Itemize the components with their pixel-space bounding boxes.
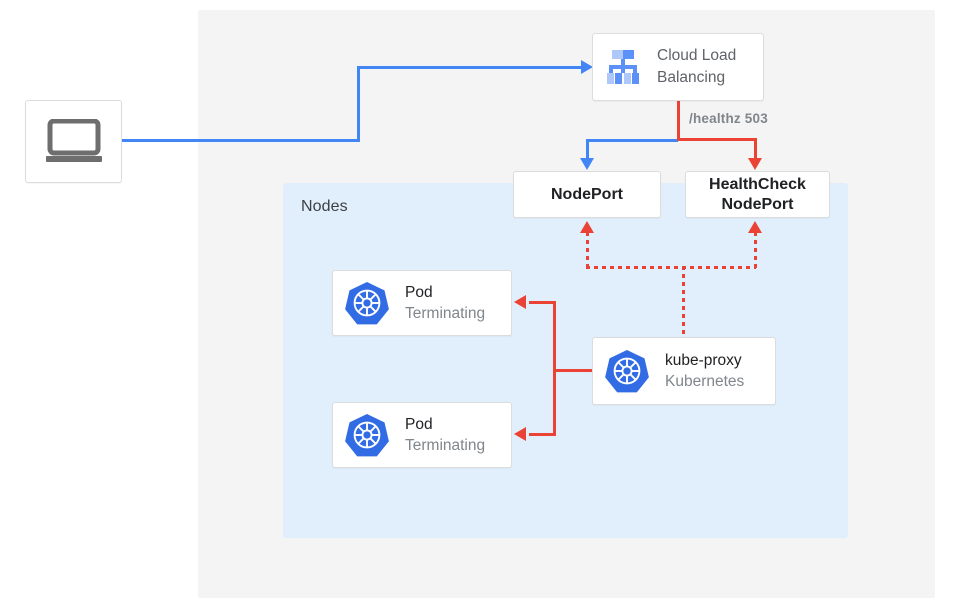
kubeproxy-to-pod2-horizontal	[529, 433, 555, 436]
cloud-load-balancing-label-line2: Balancing	[657, 69, 726, 86]
pod-box[interactable]: Pod Terminating	[332, 270, 512, 336]
kubeproxy-to-pod1-arrowhead	[514, 295, 526, 309]
cloud-load-balancing-box[interactable]: Cloud Load Balancing	[592, 33, 764, 101]
kube-proxy-title: kube-proxy	[665, 352, 742, 369]
lb-to-nodeport-vertical-segment	[586, 139, 589, 162]
kubeproxy-to-pods-stub	[553, 369, 595, 372]
client-to-lb-horizontal-segment	[121, 139, 360, 142]
healthz-to-hcnodeport-arrowhead	[748, 158, 762, 170]
kubeproxy-to-hcnodeport-arrowhead	[748, 221, 762, 233]
client-box[interactable]	[25, 100, 122, 183]
kubeproxy-to-nodeport-arrowhead	[580, 221, 594, 233]
kubeproxy-to-pod2-arrowhead	[514, 427, 526, 441]
kubernetes-icon	[345, 282, 389, 325]
healthcheck-nodeport-label-line1: HealthCheck	[709, 175, 806, 193]
kubernetes-icon	[605, 350, 649, 393]
lb-to-nodeport-horizontal-segment	[586, 139, 678, 142]
lb-to-nodeport-arrowhead	[580, 158, 594, 170]
healthz-annotation: /healthz 503	[689, 111, 768, 126]
healthcheck-nodeport-label-line2: NodePort	[721, 195, 794, 213]
laptop-icon	[45, 118, 102, 162]
kubeproxy-dotted-to-nodeport	[586, 232, 589, 268]
cloud-load-balancing-icon	[607, 50, 639, 84]
pod-title: Pod	[405, 284, 433, 301]
pod-status: Terminating	[405, 437, 486, 454]
nodes-region-label: Nodes	[301, 198, 348, 215]
lb-healthz-vertical-segment	[677, 101, 680, 140]
kubeproxy-dotted-to-hcnodeport	[754, 232, 757, 268]
pod-title: Pod	[405, 416, 433, 433]
kubernetes-icon	[345, 414, 389, 457]
client-to-lb-vertical-segment	[357, 66, 360, 142]
kubeproxy-dotted-trunk	[682, 266, 685, 341]
pod-status: Terminating	[405, 305, 486, 322]
nodeport-box[interactable]: NodePort	[513, 171, 661, 218]
kube-proxy-box[interactable]: kube-proxy Kubernetes	[592, 337, 776, 405]
healthcheck-nodeport-box[interactable]: HealthCheck NodePort	[685, 171, 830, 218]
kube-proxy-subtitle: Kubernetes	[665, 373, 745, 390]
client-to-lb-arrowhead	[581, 60, 593, 74]
kubeproxy-dotted-crossbar	[586, 266, 756, 269]
healthz-to-hcnodeport-vertical-segment	[754, 138, 757, 162]
lb-healthz-horizontal-segment	[677, 138, 757, 141]
pod-box[interactable]: Pod Terminating	[332, 402, 512, 468]
healthcheck-nodeport-label: HealthCheck NodePort	[709, 175, 806, 215]
nodeport-label: NodePort	[551, 185, 623, 203]
client-to-lb-top-segment	[357, 66, 585, 69]
cloud-load-balancing-label: Cloud Load Balancing	[657, 45, 736, 89]
cloud-load-balancing-label-line1: Cloud Load	[657, 47, 737, 64]
kubeproxy-to-pod1-horizontal	[529, 301, 555, 304]
kubeproxy-to-pods-vertical-trunk	[553, 301, 556, 436]
